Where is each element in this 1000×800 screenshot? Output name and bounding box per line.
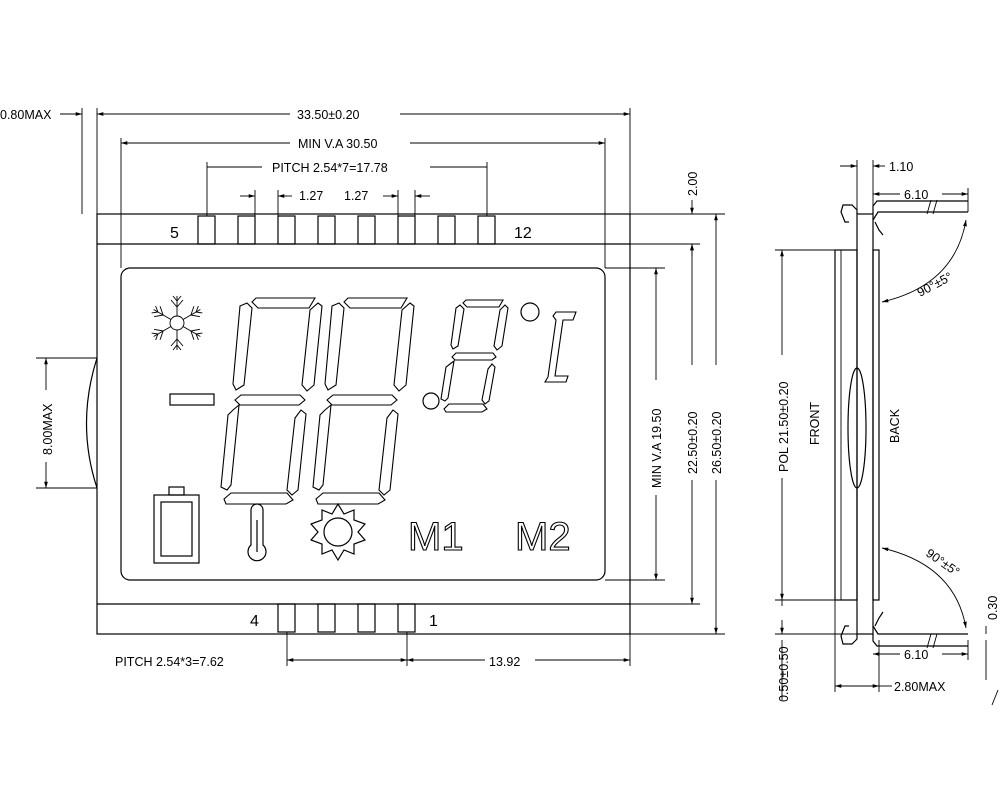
dim-pol-height: POL 21.50±0.20 — [775, 249, 835, 601]
bottom-pins — [277, 603, 416, 633]
dim-thickness-label: 0.80MAX — [0, 108, 52, 122]
thermometer-icon — [247, 503, 267, 562]
dim-thickness: 0.80MAX — [0, 108, 106, 214]
dim-lead-thickness: 1.10 — [840, 160, 913, 214]
pin — [357, 215, 376, 245]
pin — [237, 215, 256, 245]
pin-label-12: 12 — [514, 225, 532, 242]
pin — [277, 215, 296, 245]
dim-glass-height-label: 22.50±0.20 — [686, 411, 700, 474]
top-pins — [197, 215, 496, 245]
dim-min-va-width: MIN V.A 30.50 — [120, 137, 606, 268]
dim-min-va-width-label: MIN V.A 30.50 — [298, 137, 377, 151]
pin — [397, 215, 416, 245]
pin-label-1: 1 — [429, 613, 438, 630]
pin — [317, 215, 336, 245]
dim-overall-width-label: 33.50±0.20 — [297, 108, 360, 122]
dim-pin-width-label-1: 1.27 — [299, 189, 323, 203]
pin — [197, 215, 216, 245]
minus-segment — [169, 393, 215, 406]
pin-label-5: 5 — [170, 225, 179, 242]
dim-lead-bottom-label: 6.10 — [904, 648, 928, 662]
angle-top-label: 90°±5° — [915, 270, 955, 300]
dim-top-pitch: PITCH 2.54*7=17.78 — [206, 161, 488, 216]
dim-lead-thickness-label: 1.10 — [889, 160, 913, 174]
front-view: 5 12 4 1 — [0, 108, 725, 669]
bottom-lead — [840, 611, 968, 647]
dim-left-height-label: 8.00MAX — [41, 403, 55, 455]
dim-top-margin-label: 2.00 — [686, 172, 700, 196]
dim-lead-top-label: 6.10 — [904, 188, 928, 202]
front-label: FRONT — [808, 402, 822, 445]
side-view: 1.10 6.10 90°±5° 90°±5° 6.10 — [775, 160, 1000, 706]
pin — [397, 603, 416, 633]
dim-lead-top: 6.10 — [873, 188, 969, 212]
pin-label-4: 4 — [250, 613, 259, 630]
digit-1 — [220, 297, 323, 505]
digit-3 — [440, 299, 509, 413]
pin — [317, 603, 336, 633]
top-lead — [840, 200, 968, 236]
seal-bulge — [847, 367, 867, 489]
angle-bottom-label: 90°±5° — [923, 546, 962, 579]
pin — [277, 603, 296, 633]
viewing-area — [120, 267, 606, 581]
dim-total-depth: 2.80MAX — [834, 600, 946, 694]
polarizer-front — [834, 249, 858, 601]
pin — [477, 215, 496, 245]
digit-2 — [312, 297, 415, 505]
angle-top: 90°±5° — [881, 219, 967, 303]
dim-min-va-height-label: MIN V.A 19.50 — [650, 409, 664, 488]
dim-right-offset: 0.30 — [985, 596, 1000, 680]
dim-overall-width: 33.50±0.20 — [96, 108, 631, 214]
dim-pol-height-label: POL 21.50±0.20 — [777, 381, 791, 472]
dim-overall-height: 26.50±0.20 — [710, 214, 724, 634]
pin — [437, 215, 456, 245]
dim-bottom-gap-label: 0.50±0.50 — [777, 646, 791, 702]
dim-bottom-gap: 0.50±0.50 — [775, 600, 857, 702]
dim-bottom-offset-label: 13.92 — [489, 655, 520, 669]
dim-left-height: 8.00MAX — [36, 357, 97, 489]
seal-bump — [85, 357, 98, 489]
battery-icon — [153, 486, 200, 564]
dim-bottom-pitch-label: PITCH 2.54*3=7.62 — [115, 655, 224, 669]
m2-segment: M2 — [515, 515, 571, 559]
dim-total-depth-label: 2.80MAX — [894, 680, 946, 694]
dim-right-offset-label: 0.30 — [986, 596, 1000, 620]
dim-glass-height: 22.50±0.20 — [686, 244, 700, 604]
dim-pin-width: 1.27 1.27 — [240, 189, 430, 216]
dim-bottom: PITCH 2.54*3=7.62 13.92 — [115, 632, 631, 669]
module-outline — [96, 213, 631, 635]
dim-overall-height-label: 26.50±0.20 — [710, 411, 724, 474]
snowflake-icon — [150, 295, 204, 351]
glass-body — [856, 213, 874, 635]
dim-min-va-height: MIN V.A 19.50 — [650, 268, 664, 580]
dim-top-pitch-label: PITCH 2.54*7=17.78 — [272, 161, 388, 175]
pin — [357, 603, 376, 633]
celsius-c-segment — [544, 311, 577, 383]
dim-lead-bottom: 6.10 — [873, 640, 969, 662]
polarizer-back — [872, 249, 880, 601]
angle-bottom: 90°±5° — [881, 546, 967, 629]
dim-pin-width-label-2: 1.27 — [344, 189, 368, 203]
back-label: BACK — [888, 408, 902, 443]
decimal-point — [422, 392, 440, 410]
degree-symbol — [520, 302, 540, 322]
m1-segment: M1 — [408, 515, 464, 559]
sun-icon — [309, 502, 367, 562]
